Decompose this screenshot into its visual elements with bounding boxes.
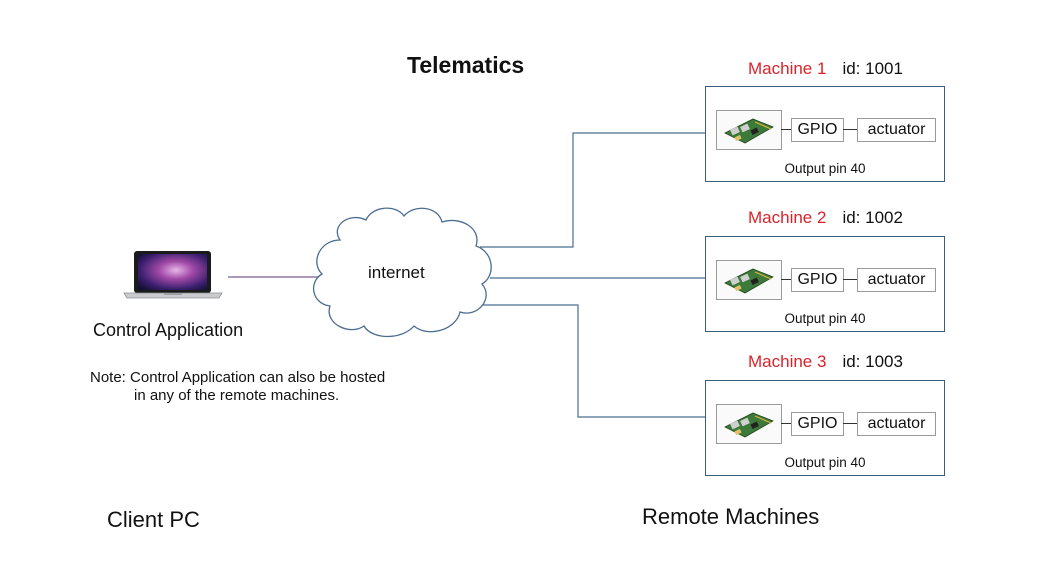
machine-1-actuator: actuator: [857, 118, 936, 142]
raspberry-pi-icon: [716, 404, 782, 444]
machine-3-gpio: GPIO: [791, 412, 844, 436]
diagram-title: Telematics: [407, 52, 525, 78]
machine-3-header: Machine 3 id: 1003: [748, 352, 903, 372]
note-text: Note: Control Application can also be ho…: [90, 369, 385, 405]
note-line-1: Note: Control Application can also be ho…: [90, 369, 386, 386]
machine-1-id: id: 1001: [842, 59, 903, 78]
machine-2-actuator: actuator: [857, 268, 936, 292]
machine-3-name: Machine 3: [748, 352, 827, 371]
machine-1-gpio: GPIO: [791, 118, 844, 142]
machine-2-box: GPIO actuator Output pin 40: [705, 236, 945, 332]
laptop-icon: [122, 250, 224, 305]
machine-1-box: GPIO actuator Output pin 40: [705, 86, 945, 182]
note-line-2: in any of the remote machines.: [134, 387, 340, 404]
cloud-icon: [312, 207, 492, 338]
machine-1-name: Machine 1: [748, 59, 827, 78]
client-pc-label: Client PC: [107, 507, 200, 532]
machine-1-link: [480, 132, 705, 248]
remote-machines-label: Remote Machines: [642, 504, 820, 529]
raspberry-pi-icon: [716, 260, 782, 300]
machine-3-actuator: actuator: [857, 412, 936, 436]
machine-2-name: Machine 2: [748, 208, 827, 227]
machine-3-pin: Output pin 40: [784, 455, 866, 470]
machine-1-header: Machine 1 id: 1001: [748, 59, 903, 79]
machine-3-id: id: 1003: [842, 352, 903, 371]
raspberry-pi-icon: [716, 110, 782, 150]
machine-2-header: Machine 2 id: 1002: [748, 208, 903, 228]
machine-3-box: GPIO actuator Output pin 40: [705, 380, 945, 476]
machine-2-pin: Output pin 40: [784, 311, 866, 326]
machine-1-pin: Output pin 40: [784, 161, 866, 176]
machine-3-link: [467, 304, 705, 418]
machine-2-gpio: GPIO: [791, 268, 844, 292]
machine-2-id: id: 1002: [842, 208, 903, 227]
internet-label: internet: [368, 263, 425, 282]
control-application-label: Control Application: [93, 320, 244, 340]
